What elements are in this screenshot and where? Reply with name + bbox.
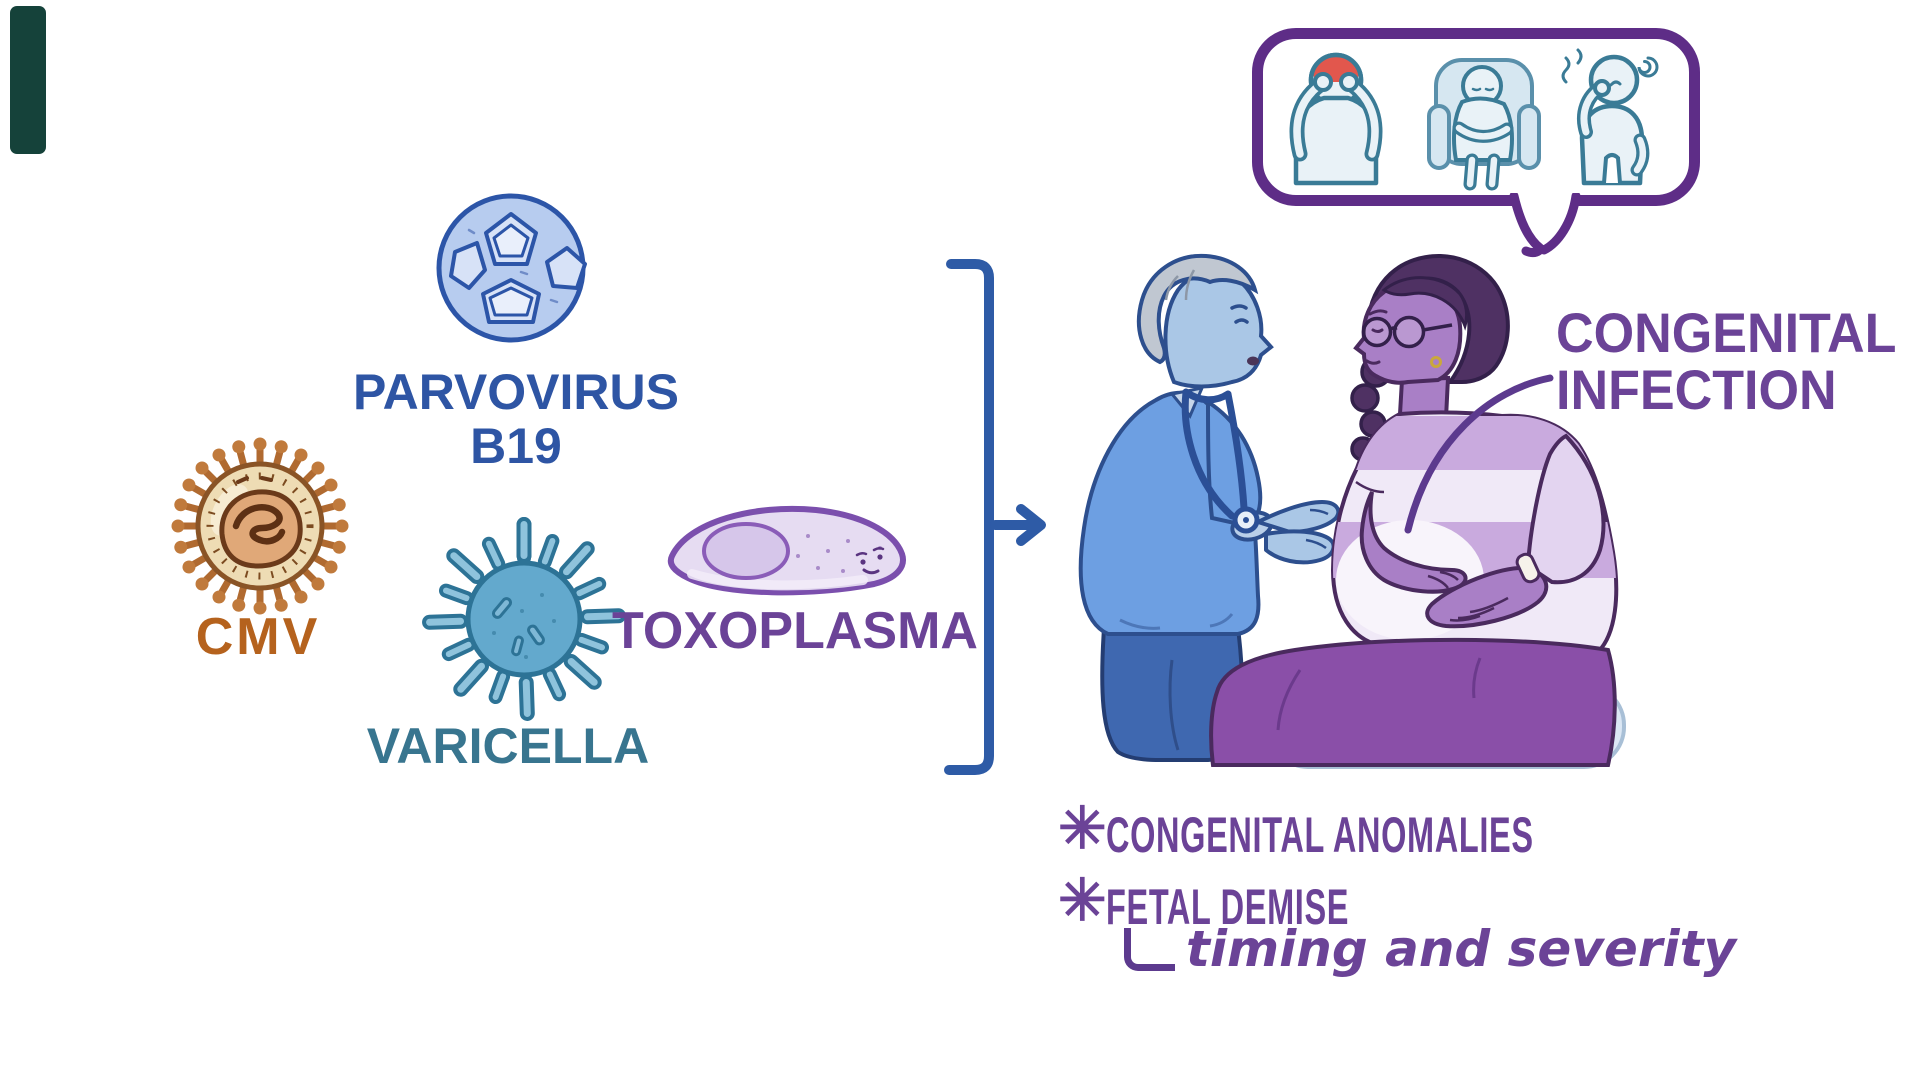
diagnosis-label-line1: CONGENITAL — [1556, 301, 1897, 364]
toxoplasma-label: TOXOPLASMA — [612, 602, 978, 660]
consultation-scene — [1078, 253, 1626, 769]
parvovirus-label-line2: B19 — [470, 418, 562, 474]
doctor-face — [1163, 269, 1274, 389]
diagnosis-leader-line — [1404, 374, 1554, 534]
watch-icon — [1515, 552, 1541, 584]
outcome-fetal-demise: FETAL DEMISE — [1106, 879, 1350, 935]
parvovirus-label-line1: PARVOVIRUS — [352, 364, 679, 420]
toxoplasma-face — [855, 546, 885, 575]
glasses-icon — [1361, 315, 1453, 349]
bullet-asterisk-icon: ✳ — [1058, 868, 1107, 933]
cmv-label: CMV — [195, 608, 321, 666]
headache-icon — [1289, 52, 1383, 186]
diagnosis-label-line2: INFECTION — [1556, 358, 1837, 421]
arrow-icon — [990, 504, 1046, 546]
stethoscope-icon — [1181, 388, 1248, 520]
malaise-icon — [1561, 48, 1659, 186]
varicella-label: VARICELLA — [366, 718, 650, 774]
doctor-hands — [1256, 500, 1341, 565]
earring-icon — [1430, 356, 1442, 368]
varicella-icon — [418, 517, 630, 724]
doctor-hair — [1136, 253, 1259, 365]
bullet-asterisk-icon: ✳ — [1058, 796, 1107, 861]
elbow-connector-icon — [1124, 928, 1175, 971]
parvovirus-icon — [436, 193, 587, 343]
speech-bubble-tail — [1509, 193, 1581, 258]
symptom-icons — [1289, 48, 1659, 191]
fatigue-armchair-icon — [1427, 58, 1541, 191]
doctor-figure — [1078, 253, 1341, 762]
patient-hand-left — [1359, 491, 1468, 594]
patient-hand-right — [1425, 565, 1549, 629]
patient-pants — [1209, 637, 1617, 767]
outcome-congenital-anomalies: CONGENITAL ANOMALIES — [1106, 807, 1534, 863]
bracket-arrow-connector — [944, 259, 1046, 775]
corner-tab — [10, 6, 46, 154]
pregnant-patient-figure — [1209, 254, 1619, 767]
cmv-icon — [162, 424, 362, 630]
toxoplasma-icon — [667, 505, 906, 596]
outcome-note: timing and severity — [1186, 920, 1737, 978]
